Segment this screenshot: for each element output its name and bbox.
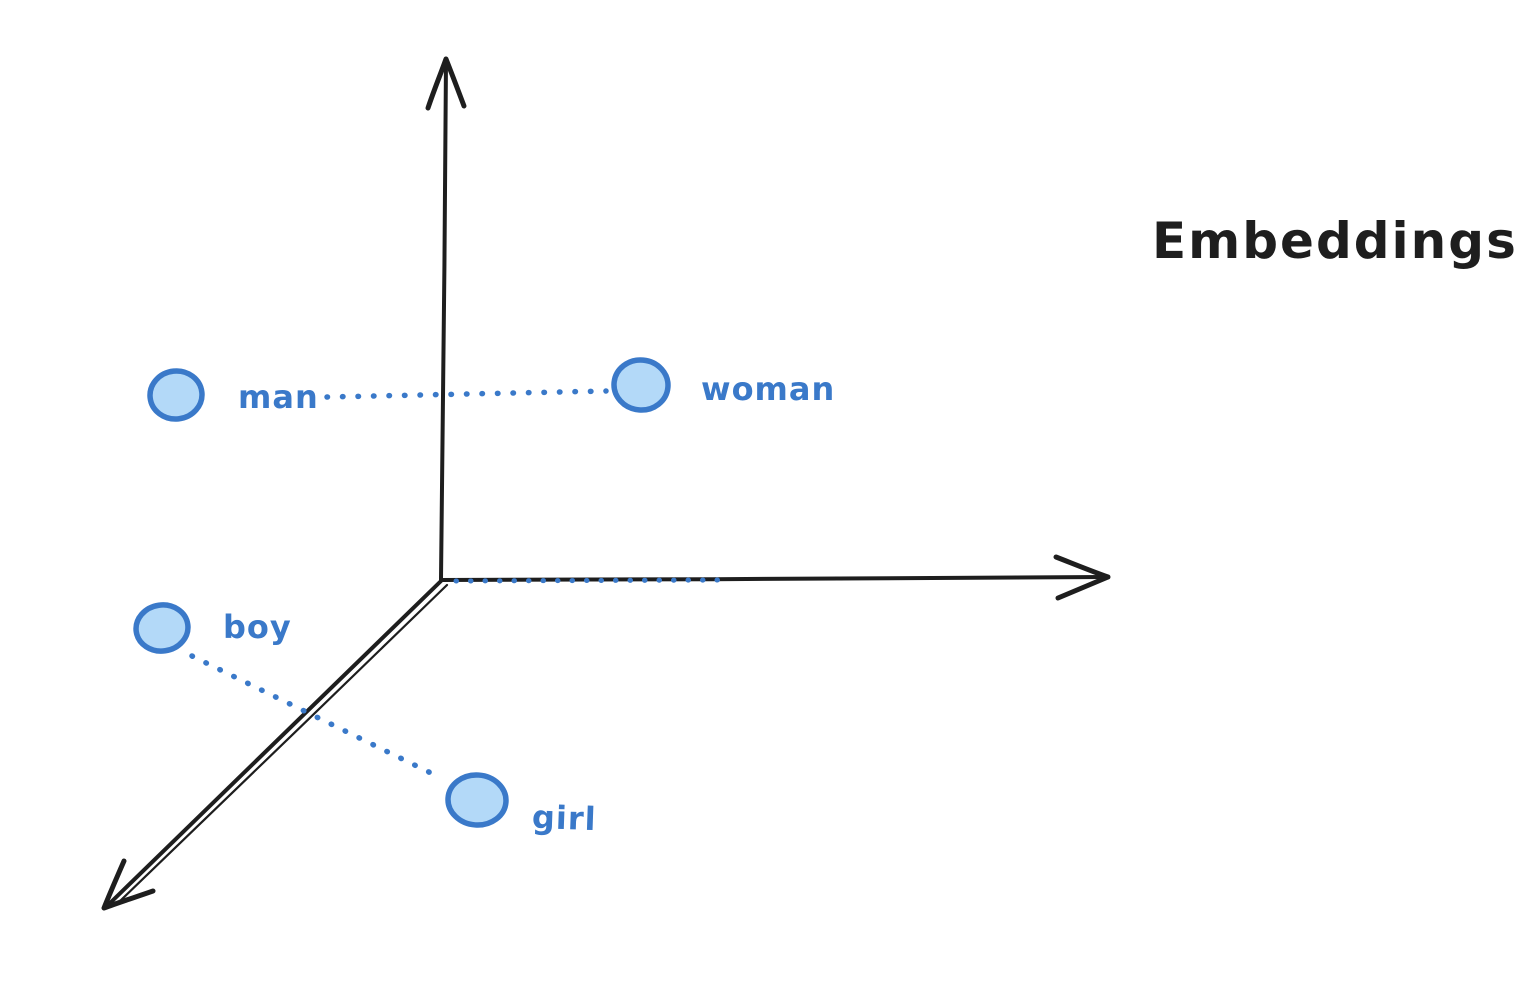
x-axis-line [439,575,1106,582]
point-girl-circle [445,772,509,828]
z-axis-arrowhead-icon [101,858,156,911]
point-man-circle [147,368,205,422]
z-axis-line-double-stroke [118,583,449,903]
z-axis-line [104,579,443,909]
point-label-woman: woman [701,370,836,408]
origin-x-axis-dotted-line [453,577,734,584]
y-axis-arrowhead-icon [425,56,467,111]
y-axis-line [439,58,448,581]
point-label-boy: boy [223,608,292,646]
y-axis [425,56,467,581]
boy-girl-dotted-line [189,653,440,779]
man-woman-dotted-line [324,388,609,400]
diagram-title: Embeddings [1152,212,1518,270]
point-woman-circle [611,357,671,413]
point-label-girl: girl [531,797,598,839]
point-label-man: man [238,378,319,416]
point-boy-circle [133,602,191,654]
x-axis [439,554,1111,601]
x-axis-arrowhead-icon [1053,554,1111,601]
z-axis [101,579,449,911]
